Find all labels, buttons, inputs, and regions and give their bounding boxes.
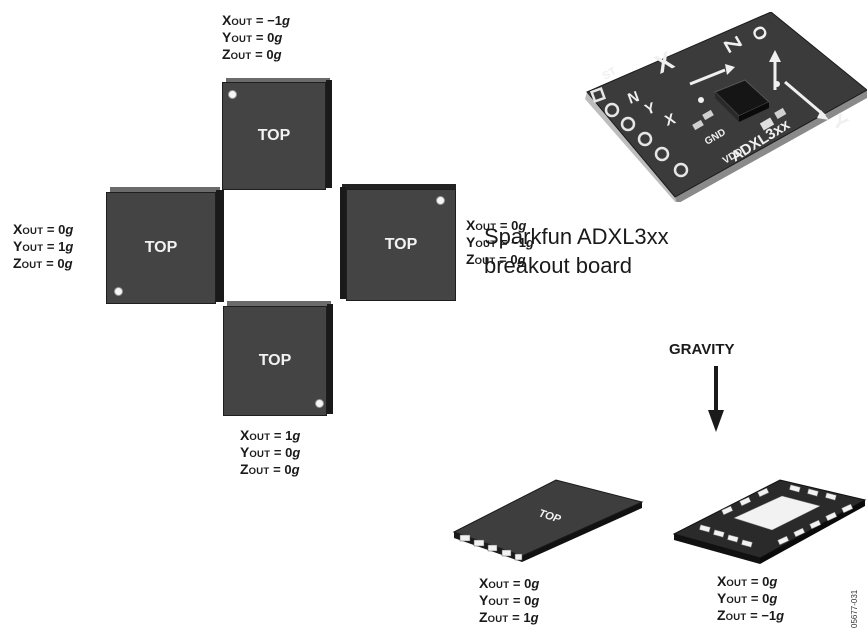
chip-orientation-right: TOP	[340, 184, 460, 302]
readout-flat-down: XOUT = 0g YOUT = 0g ZOUT = −1g	[717, 573, 785, 624]
gravity-arrow-icon	[708, 366, 724, 432]
caption-line-2: breakout board	[484, 253, 632, 278]
readout-flat-up: XOUT = 0g YOUT = 0g ZOUT = 1g	[479, 575, 540, 626]
breakout-board-caption: Sparkfun ADXL3xx breakout board	[484, 222, 669, 280]
chip-face-label: TOP	[144, 239, 178, 256]
readout-left: XOUT = 0g YOUT = 1g ZOUT = 0g	[13, 221, 74, 272]
pin1-dot	[436, 196, 445, 205]
pin1-dot	[315, 399, 324, 408]
chip-face-label: TOP	[257, 127, 291, 144]
readout-bottom: XOUT = 1g YOUT = 0g ZOUT = 0g	[240, 427, 301, 478]
gravity-label: GRAVITY	[669, 341, 735, 358]
figure-id: 05677-031	[850, 589, 859, 628]
chip-orientation-bottom: TOP	[223, 301, 333, 417]
caption-line-1: Sparkfun ADXL3xx	[484, 224, 669, 249]
chip-face-label: TOP	[258, 352, 292, 369]
pin1-dot	[114, 287, 123, 296]
breakout-board-illustration: ST N Y X GND VDD ADXL3xx X Y Z O	[585, 12, 867, 202]
package-face-down	[672, 479, 867, 564]
pin1-dot	[228, 90, 237, 99]
package-face-up: TOP	[452, 479, 644, 562]
chip-orientation-left: TOP	[106, 187, 224, 305]
chip-face-label: TOP	[384, 236, 418, 253]
readout-right: XOUT = 0g YOUT = −1g ZOUT = 0g	[466, 217, 534, 268]
readout-top: XOUT = −1g YOUT = 0g ZOUT = 0g	[222, 12, 290, 63]
chip-orientation-top: TOP	[222, 78, 332, 192]
